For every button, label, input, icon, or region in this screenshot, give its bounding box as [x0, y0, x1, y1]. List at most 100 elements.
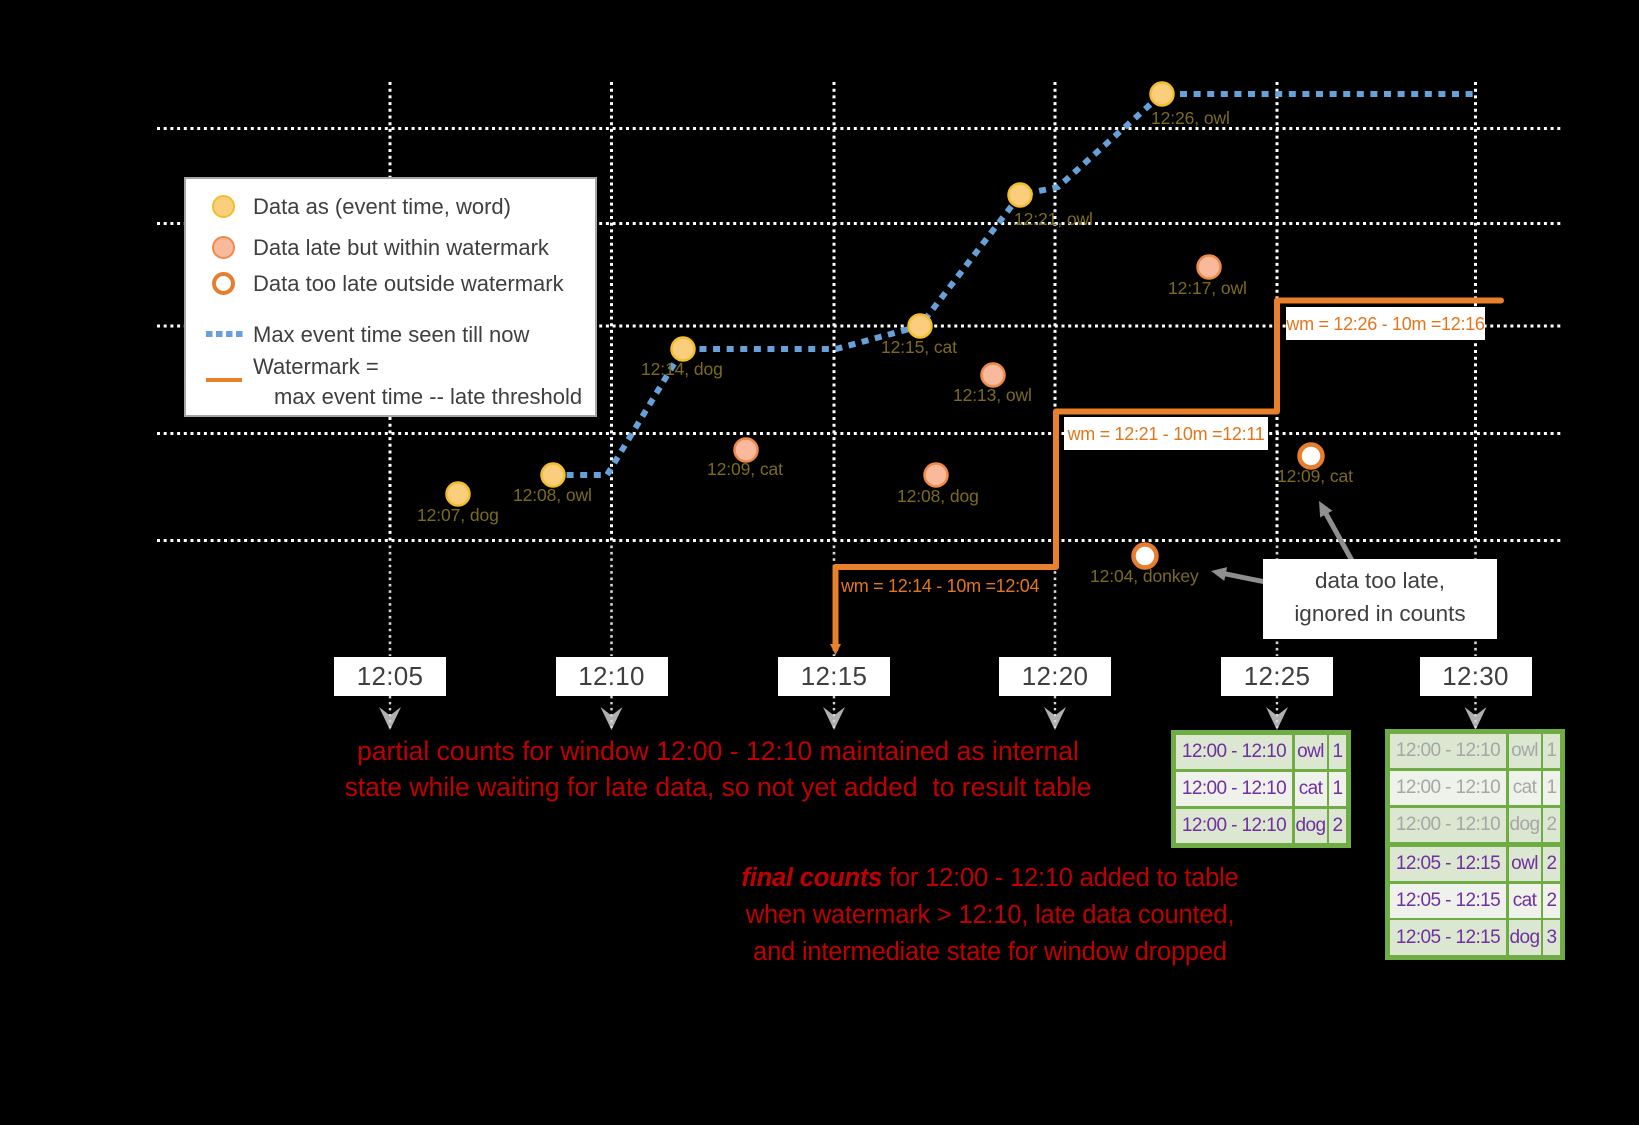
- tick-arrow-12:25: [1266, 707, 1288, 730]
- result-cell: 12:00 - 12:10: [1390, 807, 1506, 842]
- data-point-ontime-12-21-owl: [1007, 182, 1033, 208]
- annotation-arrow-line-0: [1323, 511, 1358, 568]
- annotation-arrowhead-1: [1211, 567, 1228, 581]
- result-cell: 12:00 - 12:10: [1176, 808, 1292, 843]
- point-label: 12:07, dog: [417, 505, 499, 525]
- time-tick-12:10: 12:10: [555, 657, 668, 696]
- point-label: 12:08, owl: [513, 485, 592, 505]
- result-cell: 2: [1543, 807, 1560, 842]
- tick-arrow-12:30: [1464, 707, 1487, 730]
- time-tick-12:15: 12:15: [778, 657, 890, 696]
- result-cell: 1: [1543, 734, 1560, 769]
- data-point-toolate-12-09-cat: [1297, 442, 1325, 470]
- point-label: 12:15, cat: [881, 337, 957, 357]
- legend-label: Max event time seen till now: [253, 322, 530, 347]
- watermark-label-2: wm = 12:26 - 10m =12:16: [1286, 307, 1485, 340]
- data-points: [445, 81, 1325, 570]
- point-label: 12:04, donkey: [1090, 566, 1199, 586]
- result-cell: 1: [1329, 735, 1346, 770]
- result-cell: dog: [1508, 807, 1541, 842]
- note-final-lead-rest: for 12:00 - 12:10 added to table: [882, 864, 1239, 892]
- result-cell: 1: [1329, 771, 1346, 807]
- result-cell: 12:00 - 12:10: [1176, 771, 1292, 807]
- result-cell: 12:05 - 12:15: [1390, 883, 1506, 918]
- data-point-ontime-12-14-dog: [670, 336, 696, 362]
- result-cell: 2: [1543, 846, 1560, 882]
- tick-arrow-12:20: [1044, 707, 1066, 730]
- data-point-late-12-09-cat: [733, 437, 759, 463]
- watermark-arrowhead: [830, 644, 841, 655]
- data-point-ontime-12-07-dog: [445, 481, 471, 507]
- note-final-lead: final counts: [741, 864, 883, 892]
- watermark-label-0: wm = 12:14 - 10m =12:04: [841, 576, 1040, 596]
- time-tick-12:05: 12:05: [334, 657, 446, 696]
- data-point-ontime-12-26-owl: [1149, 81, 1175, 107]
- tick-arrow-12:15: [823, 707, 845, 730]
- result-cell: 12:00 - 12:10: [1390, 770, 1506, 806]
- legend-label: Data late but within watermark: [253, 235, 549, 260]
- data-point-ontime-12-08-owl: [540, 462, 566, 488]
- note-partial-line1: partial counts for window 12:00 - 12:10 …: [357, 736, 1079, 766]
- legend-label: Watermark =: [253, 354, 379, 379]
- watermark-label-1: wm = 12:21 - 10m =12:11: [1064, 417, 1268, 450]
- annotation-arrowhead-0: [1319, 501, 1333, 518]
- data-point-late-12-13-owl: [980, 362, 1006, 388]
- legend: Data as (event time, word) Data late but …: [184, 177, 597, 417]
- legend-swatch-late-icon: [211, 235, 235, 259]
- legend-swatch-ontime-icon: [211, 194, 235, 218]
- tick-arrow-12:05: [379, 707, 401, 730]
- result-cell: owl: [1508, 734, 1541, 769]
- result-cell: cat: [1508, 770, 1541, 806]
- point-label: 12:26, owl: [1151, 108, 1230, 128]
- data-point-late-12-08-dog: [923, 462, 949, 488]
- too-late-note-line1: data too late,: [1314, 567, 1446, 593]
- result-cell: cat: [1294, 771, 1327, 807]
- legend-label: Data too late outside watermark: [253, 271, 564, 296]
- legend-swatch-watermark-line-icon: [206, 377, 242, 382]
- point-label: 12:21, owl: [1014, 209, 1093, 229]
- result-cell: 3: [1543, 920, 1560, 955]
- point-label: 12:09, cat: [1277, 466, 1353, 486]
- result-cell: 12:05 - 12:15: [1390, 846, 1506, 882]
- tick-arrows: [379, 707, 1487, 730]
- data-point-ontime-12-15-cat: [907, 313, 933, 339]
- data-point-late-12-17-owl: [1196, 254, 1222, 280]
- result-cell: owl: [1508, 846, 1541, 882]
- watermark-line: [832, 297, 1504, 652]
- result-cell: dog: [1508, 920, 1541, 955]
- time-tick-12:25: 12:25: [1221, 657, 1333, 696]
- result-cell: 12:00 - 12:10: [1390, 734, 1506, 769]
- result-cell: 2: [1329, 808, 1346, 843]
- point-label: 12:13, owl: [953, 385, 1032, 405]
- point-label: 12:08, dog: [897, 486, 979, 506]
- too-late-note-line2: ignored in counts: [1294, 600, 1466, 626]
- result-cell: dog: [1294, 808, 1327, 843]
- tick-arrow-12:10: [600, 707, 623, 730]
- data-point-toolate-12-04-donkey: [1131, 542, 1159, 570]
- note-final-line3: and intermediate state for window droppe…: [753, 938, 1227, 966]
- time-tick-12:30: 12:30: [1419, 657, 1532, 696]
- result-cell: 12:05 - 12:15: [1390, 920, 1506, 955]
- legend-label: Data as (event time, word): [253, 194, 511, 219]
- legend-swatch-max-event-line-icon: [206, 331, 244, 337]
- result-cell: 2: [1543, 883, 1560, 918]
- note-partial-line2: state while waiting for late data, so no…: [344, 771, 1092, 802]
- result-cell: 12:00 - 12:10: [1176, 735, 1292, 770]
- result-cell: owl: [1294, 735, 1327, 770]
- point-label: 12:17, owl: [1168, 278, 1247, 298]
- legend-swatch-toolate-icon: [211, 271, 235, 295]
- note-final-line2: when watermark > 12:10, late data counte…: [745, 901, 1235, 929]
- note-final-line1: final counts for 12:00 - 12:10 added to …: [741, 864, 1239, 892]
- time-tick-12:20: 12:20: [999, 657, 1111, 696]
- max-event-time-line: [553, 91, 1477, 478]
- result-cell: 1: [1543, 770, 1560, 806]
- too-late-note: data too late, ignored in counts: [1263, 559, 1497, 639]
- point-label: 12:14, dog: [641, 359, 723, 379]
- result-cell: cat: [1508, 883, 1541, 918]
